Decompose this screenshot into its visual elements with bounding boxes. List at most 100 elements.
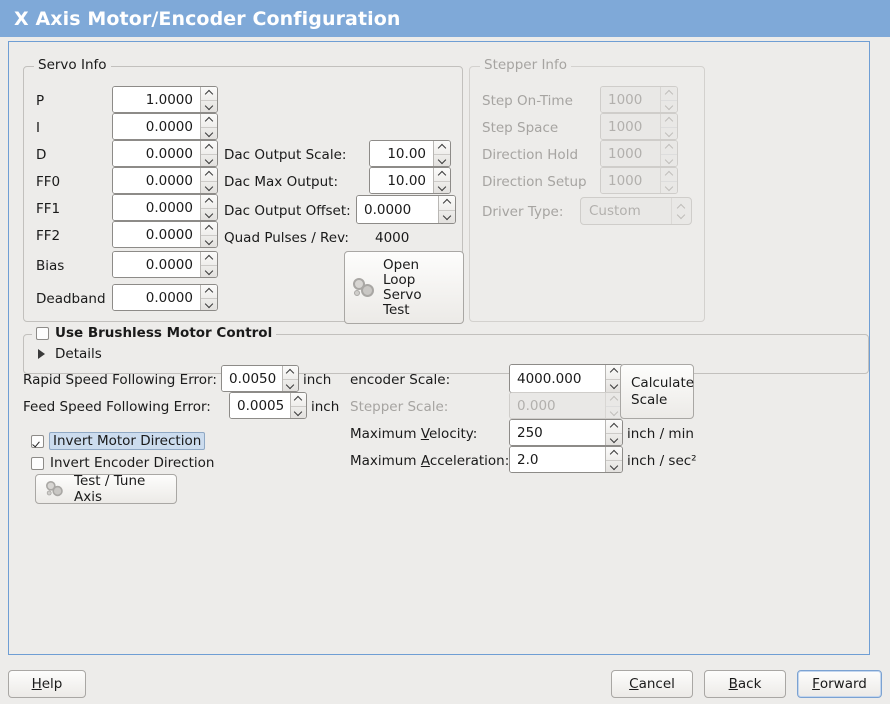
spinner-down-icon[interactable]: [201, 207, 217, 221]
encoder-scale-input[interactable]: 4000.000: [509, 364, 623, 393]
dac-output-offset-spinner[interactable]: [438, 196, 455, 223]
invert-motor-direction-checkbox[interactable]: Invert Motor Direction: [31, 432, 206, 450]
max-velocity-input[interactable]: 250: [509, 419, 623, 446]
servo-value-d[interactable]: 0.0000: [113, 141, 200, 166]
spinner-up-icon[interactable]: [201, 87, 217, 100]
rapid-following-error-value[interactable]: 0.0050: [222, 366, 282, 391]
spinner-down-icon[interactable]: [201, 297, 217, 311]
servo-value-i[interactable]: 0.0000: [113, 114, 200, 139]
spinner-up-icon[interactable]: [201, 195, 217, 208]
spinner-down-icon[interactable]: [201, 264, 217, 278]
servo-spinner-ff0[interactable]: [200, 168, 217, 193]
feed-following-error-spinner[interactable]: [289, 393, 306, 419]
servo-input-d[interactable]: 0.0000: [112, 140, 218, 167]
spinner-up-icon[interactable]: [606, 447, 622, 460]
rapid-following-error-input[interactable]: 0.0050: [221, 365, 299, 392]
servo-spinner-p[interactable]: [200, 87, 217, 112]
servo-value-ff1[interactable]: 0.0000: [113, 195, 200, 220]
rapid-following-error-spinner[interactable]: [281, 366, 298, 392]
encoder-scale-spinner[interactable]: [605, 365, 622, 392]
max-acceleration-input[interactable]: 2.0: [509, 446, 623, 473]
servo-input-ff2[interactable]: 0.0000: [112, 221, 218, 248]
servo-spinner-ff1[interactable]: [200, 195, 217, 220]
dac-output-scale-input[interactable]: 10.00: [369, 140, 451, 167]
spinner-up-icon[interactable]: [439, 196, 455, 210]
spinner-down-icon[interactable]: [606, 459, 622, 473]
dac-output-offset-input[interactable]: 0.0000: [356, 195, 456, 224]
servo-value-p[interactable]: 1.0000: [113, 87, 200, 112]
quad-pulses-value: 4000: [375, 230, 410, 246]
spinner-down-icon[interactable]: [606, 432, 622, 446]
spinner-down-icon[interactable]: [201, 153, 217, 167]
spinner-down-icon[interactable]: [201, 99, 217, 113]
dac-max-output-value[interactable]: 10.00: [370, 168, 433, 193]
servo-input-p[interactable]: 1.0000: [112, 86, 218, 113]
spinner-up-icon[interactable]: [606, 420, 622, 433]
calculate-scale-button[interactable]: Calculate Scale: [620, 364, 694, 419]
servo-input-deadband[interactable]: 0.0000: [112, 284, 218, 311]
spinner-down-icon[interactable]: [201, 234, 217, 248]
use-brushless-checkbox[interactable]: Use Brushless Motor Control: [32, 326, 277, 341]
feed-following-error-input[interactable]: 0.0005: [229, 392, 307, 419]
servo-spinner-ff2[interactable]: [200, 222, 217, 247]
servo-spinner-i[interactable]: [200, 114, 217, 139]
spinner-down-icon[interactable]: [439, 209, 455, 224]
max-velocity-spinner[interactable]: [605, 420, 622, 445]
spinner-up-icon[interactable]: [201, 252, 217, 265]
feed-following-error-value[interactable]: 0.0005: [230, 393, 290, 418]
dac-output-scale-spinner[interactable]: [433, 141, 450, 166]
spinner-up-icon[interactable]: [201, 114, 217, 127]
details-expander[interactable]: Details: [34, 346, 102, 362]
spinner-down-icon[interactable]: [290, 405, 306, 419]
spinner-up-icon[interactable]: [201, 168, 217, 181]
spinner-down-icon[interactable]: [201, 180, 217, 194]
servo-input-ff0[interactable]: 0.0000: [112, 167, 218, 194]
spinner-up-icon[interactable]: [291, 393, 306, 406]
servo-input-i[interactable]: 0.0000: [112, 113, 218, 140]
dac-output-offset-value[interactable]: 0.0000: [357, 196, 438, 223]
chevron-right-icon[interactable]: [34, 349, 48, 359]
spinner-up-icon[interactable]: [201, 285, 217, 298]
servo-spinner-bias[interactable]: [200, 252, 217, 277]
servo-value-ff2[interactable]: 0.0000: [113, 222, 200, 247]
spinner-down-icon[interactable]: [434, 180, 450, 194]
test-tune-axis-button[interactable]: Test / Tune Axis: [35, 473, 177, 505]
step-space-value: 1000: [601, 114, 660, 139]
driver-type-select: Custom: [580, 197, 692, 225]
dac-output-scale-value[interactable]: 10.00: [370, 141, 433, 166]
servo-spinner-d[interactable]: [200, 141, 217, 166]
dac-max-output-spinner[interactable]: [433, 168, 450, 193]
servo-value-ff0[interactable]: 0.0000: [113, 168, 200, 193]
encoder-scale-value[interactable]: 4000.000: [510, 365, 605, 392]
spinner-up-icon[interactable]: [434, 168, 450, 181]
servo-input-ff1[interactable]: 0.0000: [112, 194, 218, 221]
max-acceleration-spinner[interactable]: [605, 447, 622, 472]
spinner-up-icon[interactable]: [201, 222, 217, 235]
invert-motor-direction-box[interactable]: [31, 434, 44, 448]
spinner-down-icon[interactable]: [606, 378, 622, 393]
open-loop-servo-test-button[interactable]: Open Loop Servo Test: [344, 251, 464, 324]
servo-value-bias[interactable]: 0.0000: [113, 252, 200, 277]
forward-mnemonic: F: [812, 676, 820, 692]
use-brushless-checkbox-box[interactable]: [36, 327, 49, 340]
servo-label-d: D: [36, 147, 47, 163]
spinner-up-icon[interactable]: [434, 141, 450, 154]
servo-input-bias[interactable]: 0.0000: [112, 251, 218, 278]
spinner-down-icon[interactable]: [201, 126, 217, 140]
spinner-down-icon[interactable]: [282, 378, 298, 392]
max-velocity-value[interactable]: 250: [510, 420, 605, 445]
spinner-up-icon[interactable]: [283, 366, 298, 379]
calculate-scale-line-2: Scale: [631, 391, 668, 408]
dac-max-output-input[interactable]: 10.00: [369, 167, 451, 194]
spinner-up-icon[interactable]: [201, 141, 217, 154]
invert-encoder-direction-checkbox[interactable]: Invert Encoder Direction: [31, 455, 214, 471]
spinner-down-icon[interactable]: [434, 153, 450, 167]
servo-spinner-deadband[interactable]: [200, 285, 217, 310]
invert-encoder-direction-box[interactable]: [31, 456, 44, 470]
servo-value-deadband[interactable]: 0.0000: [113, 285, 200, 310]
max-acceleration-value[interactable]: 2.0: [510, 447, 605, 472]
